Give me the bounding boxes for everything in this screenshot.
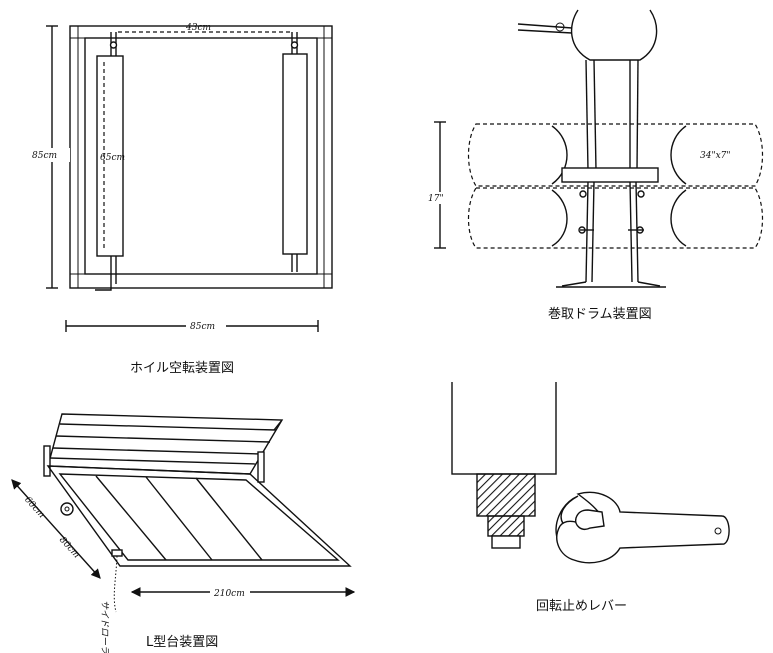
roller-gap-label: 43cm [185,23,211,33]
side-roller-note: サイドローラー [99,600,110,653]
l-stand-side-a: 60cm [22,495,46,520]
wheel-caption: ホイル空転装置図 [130,361,234,376]
drum-height-label: 17" [428,194,444,204]
lever-caption: 回転止めレバー [536,599,627,614]
l-stand-side-b: 80cm [57,535,81,560]
drum-base-plate [561,167,659,183]
l-stand-length-label: 210cm [213,589,245,599]
wheel-idle-diagram: 43cm 65cm 85cm 85cm ホイル空転装置図 [30,23,333,376]
drum-upper-outline [467,123,764,187]
winding-drum-diagram: 17" 34"x7" 巻取ドラム装置図 [426,9,764,322]
left-roller [95,32,124,291]
l-stand-diagram: サイドローラー 60cm 80cm 210cm L型台装置図 [11,413,356,653]
lever-tube [451,379,557,475]
drum-caption: 巻取ドラム装置図 [548,307,652,322]
drum-size-label: 34"x7" [700,151,731,161]
drum-lower-outline [467,187,764,249]
l-stand-back-board [47,413,284,475]
right-roller [282,32,308,272]
roller-length-label: 65cm [100,153,125,163]
l-stand-caption: L型台装置図 [146,635,218,650]
lever-hole [714,527,722,535]
l-stand-post-left [43,445,51,477]
l-stand-post-right [257,451,265,483]
rotation-lever-diagram: 回転止めレバー [449,378,730,614]
lever-nut-hatched [476,473,536,517]
drum-top-wheel [570,9,658,61]
l-stand-side-dimension [11,479,101,579]
lever-nut-base [491,535,521,549]
wheel-height-label: 85cm [32,151,57,161]
wheel-width-label: 85cm [190,322,215,332]
side-roller [60,502,74,516]
